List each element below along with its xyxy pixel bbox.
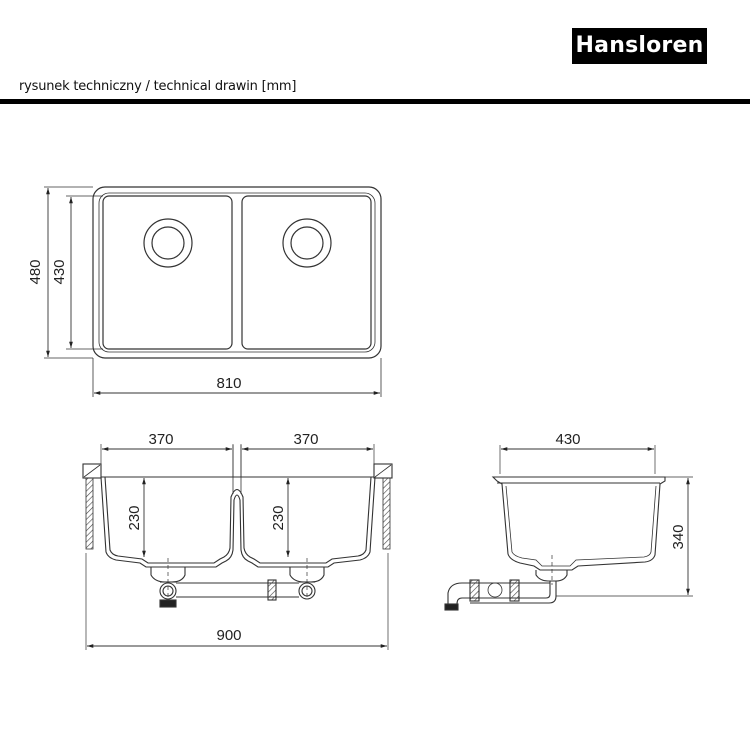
left-bowl xyxy=(102,195,233,350)
dim-900: 900 xyxy=(216,627,241,644)
left-drain-inner xyxy=(151,226,185,260)
dim-left-230: 230 xyxy=(126,505,143,530)
drawing-subtitle: rysunek techniczny / technical drawin [m… xyxy=(19,79,297,94)
sink-outline xyxy=(92,186,382,359)
dim-side-430: 430 xyxy=(555,431,580,448)
dim-480: 480 xyxy=(27,259,44,284)
header-divider xyxy=(0,99,750,104)
dim-430: 430 xyxy=(51,259,68,284)
dim-right-230: 230 xyxy=(270,505,287,530)
dim-810: 810 xyxy=(216,375,241,392)
right-drain-outer xyxy=(282,218,332,268)
dim-left-370: 370 xyxy=(148,431,173,448)
top-view xyxy=(44,186,382,397)
left-drain-outer xyxy=(143,218,193,268)
right-bowl xyxy=(241,195,372,350)
front-view xyxy=(82,444,393,650)
right-drain-inner xyxy=(290,226,324,260)
side-view xyxy=(444,445,693,611)
dim-right-370: 370 xyxy=(293,431,318,448)
dim-340: 340 xyxy=(670,524,687,549)
brand-logo: Hansloren xyxy=(572,28,707,64)
